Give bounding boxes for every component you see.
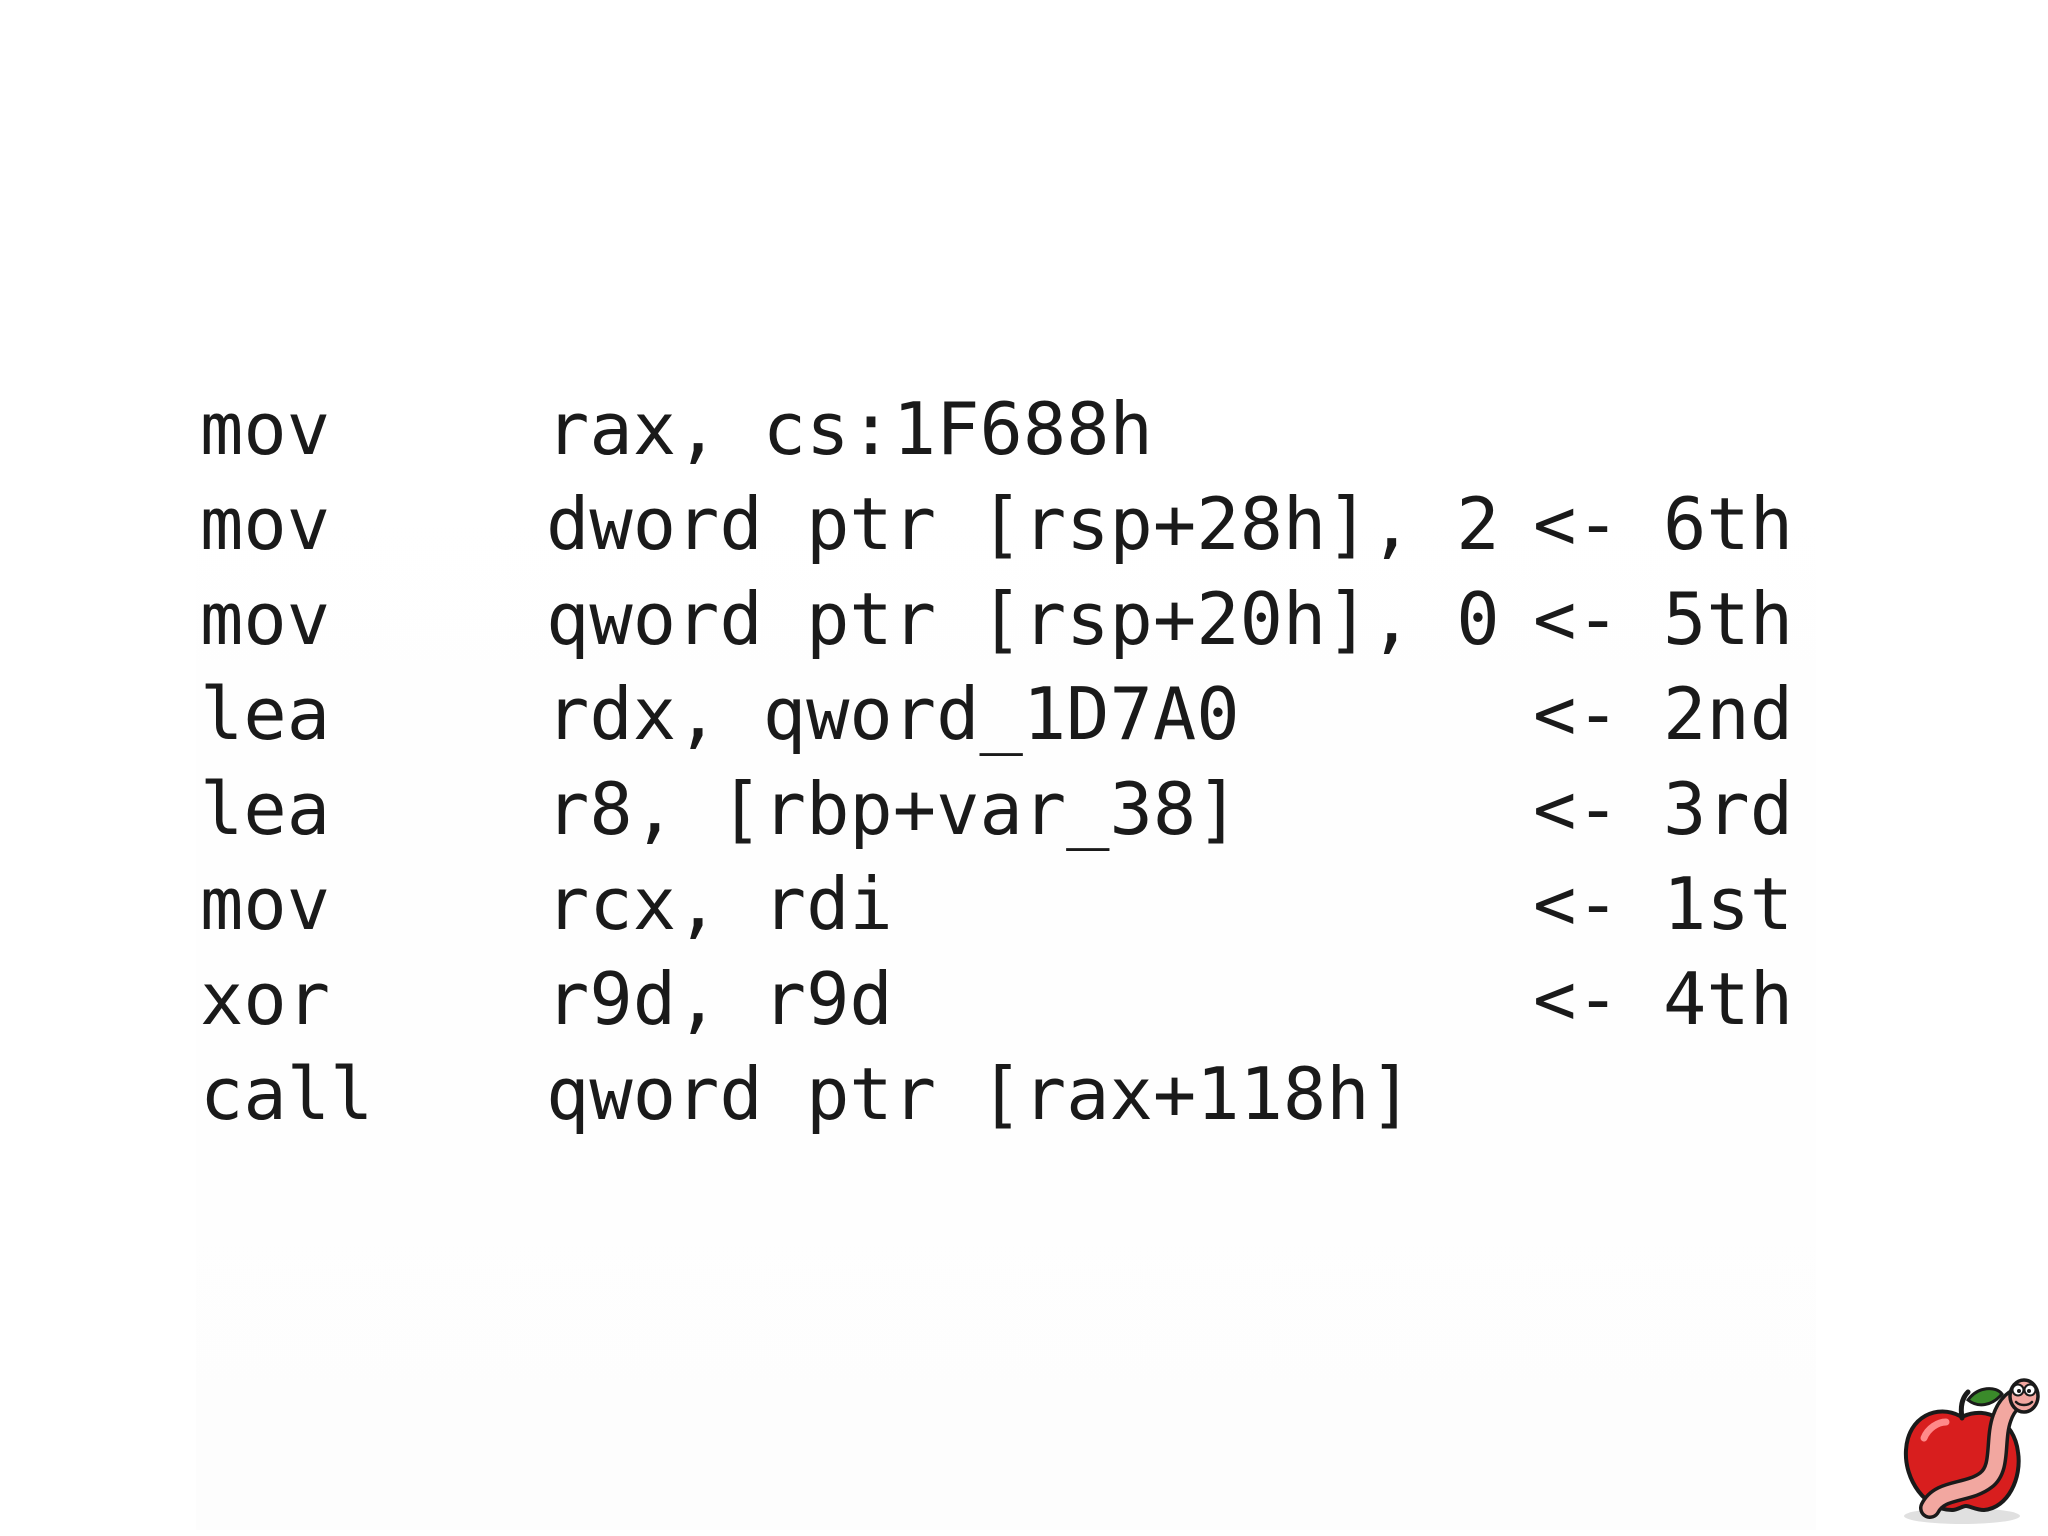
apple-leaf: [1965, 1387, 2004, 1407]
instruction-operands: r8, [rbp+var_38]: [546, 767, 1240, 851]
instruction-mnemonic: mov: [200, 862, 331, 946]
code-line-6: mov rcx, rdi <- 1st: [200, 857, 1820, 952]
instruction-mnemonic: mov: [200, 577, 331, 661]
disassembly-listing: mov rax, cs:1F688h mov dword ptr [rsp+28…: [200, 382, 1820, 1142]
argument-order-comment: <- 1st: [1533, 862, 1794, 946]
argument-order-comment: <- 2nd: [1533, 672, 1794, 756]
instruction-operands: rdx, qword_1D7A0: [546, 672, 1240, 756]
instruction-mnemonic: call: [200, 1052, 374, 1136]
instruction-operands: rax, cs:1F688h: [546, 387, 1153, 471]
argument-order-comment: <- 6th: [1533, 482, 1794, 566]
code-line-7: xor r9d, r9d <- 4th: [200, 952, 1820, 1047]
instruction-operands: r9d, r9d: [546, 957, 893, 1041]
code-panel-background: [196, 380, 1816, 1530]
instruction-operands: rcx, rdi: [546, 862, 893, 946]
worm-pupil-left: [2017, 1389, 2021, 1393]
instruction-operands: qword ptr [rsp+20h], 0: [546, 577, 1500, 661]
code-line-3: mov qword ptr [rsp+20h], 0 <- 5th: [200, 572, 1820, 667]
code-line-2: mov dword ptr [rsp+28h], 2 <- 6th: [200, 477, 1820, 572]
argument-order-comment: <- 3rd: [1533, 767, 1794, 851]
instruction-operands: qword ptr [rax+118h]: [546, 1052, 1413, 1136]
code-line-4: lea rdx, qword_1D7A0 <- 2nd: [200, 667, 1820, 762]
apple-stem: [1958, 1389, 1971, 1421]
instruction-mnemonic: xor: [200, 957, 331, 1041]
instruction-mnemonic: mov: [200, 387, 331, 471]
code-line-5: lea r8, [rbp+var_38] <- 3rd: [200, 762, 1820, 857]
instruction-mnemonic: lea: [200, 672, 331, 756]
worm-mouth: [2014, 1400, 2034, 1407]
code-line-8: call qword ptr [rax+118h]: [200, 1047, 1820, 1142]
instruction-mnemonic: lea: [200, 767, 331, 851]
apple-worm-icon: [1903, 1378, 2040, 1524]
apple-highlight: [1920, 1418, 1950, 1442]
code-line-1: mov rax, cs:1F688h: [200, 382, 1820, 477]
worm-pupil-right: [2027, 1389, 2031, 1393]
instruction-operands: dword ptr [rsp+28h], 2: [546, 482, 1500, 566]
instruction-mnemonic: mov: [200, 482, 331, 566]
argument-order-comment: <- 5th: [1533, 577, 1794, 661]
argument-order-comment: <- 4th: [1533, 957, 1794, 1041]
